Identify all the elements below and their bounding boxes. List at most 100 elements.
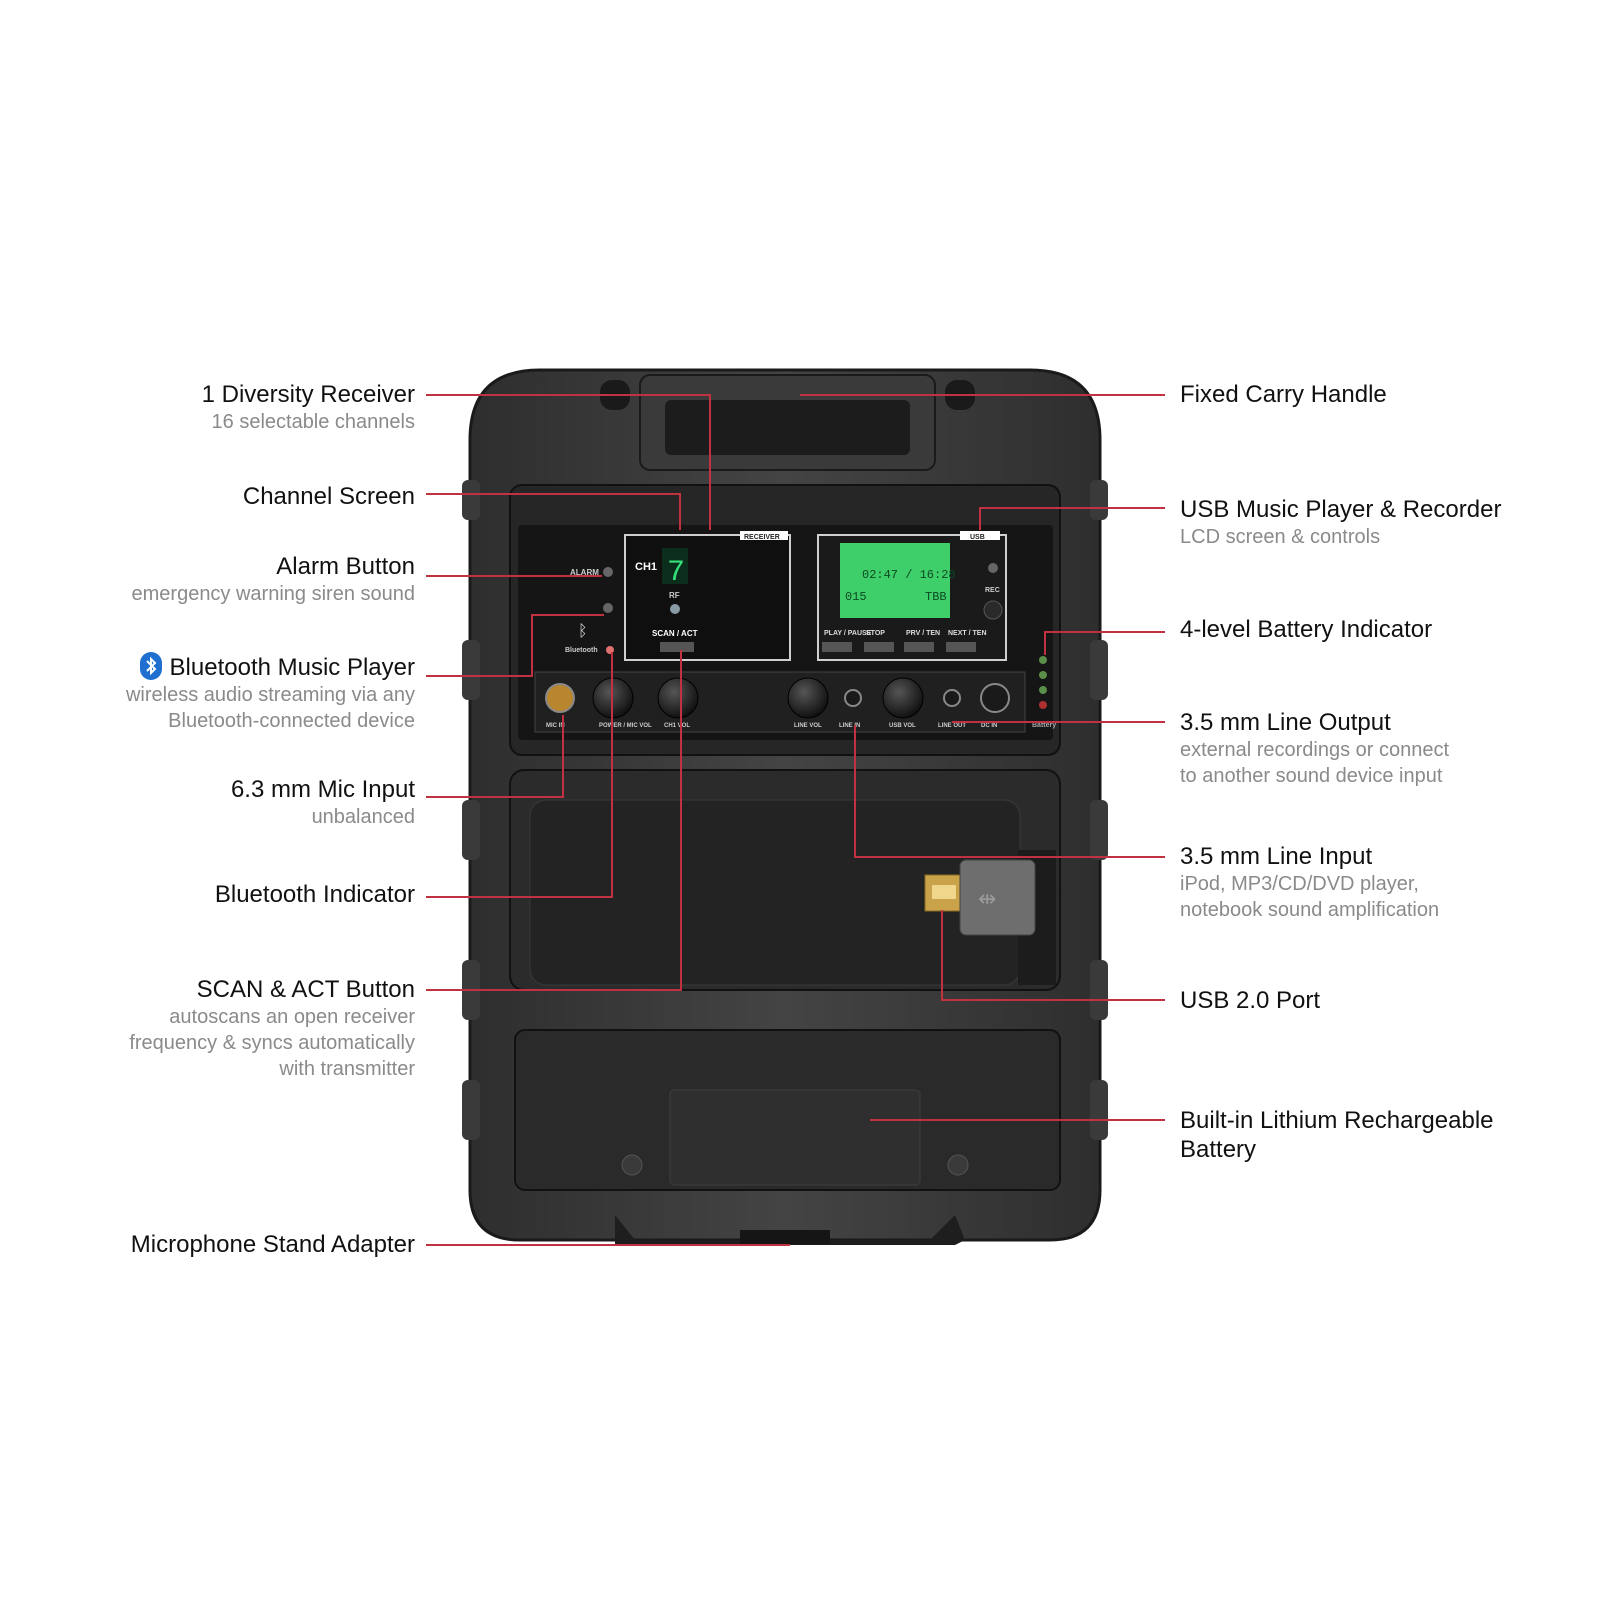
- usb-transport-button[interactable]: [904, 642, 934, 652]
- callout-title-text: USB Music Player & Recorder: [1180, 496, 1502, 523]
- callout-description: with transmitter: [279, 1058, 415, 1080]
- callout-leader-line: [426, 493, 681, 530]
- callout-leader-line: [941, 910, 1165, 1001]
- callout-title-text: USB 2.0 Port: [1180, 987, 1321, 1014]
- alarm-button[interactable]: [603, 567, 613, 577]
- callout-leaders: [426, 394, 1165, 1246]
- callout-leader-line: [426, 715, 564, 798]
- accessory-tray: [509, 769, 1061, 991]
- callout-mic-input: 6.3 mm Mic Input unbalanced: [231, 775, 415, 830]
- usb-button-label: NEXT / TEN: [948, 630, 987, 637]
- jack-label: LINE IN: [839, 723, 860, 729]
- rec-label: REC: [985, 587, 1000, 594]
- callout-title: 3.5 mm Line Output: [1180, 708, 1449, 737]
- bluetooth-button[interactable]: [603, 603, 613, 613]
- callout-alarm-button: Alarm Button emergency warning siren soun…: [132, 552, 416, 607]
- callout-title: USB Music Player & Recorder: [1180, 495, 1501, 524]
- callout-leader-line: [426, 614, 604, 677]
- usb-transport-button[interactable]: [946, 642, 976, 652]
- channel-label: CH1: [635, 561, 657, 573]
- jack-label: LINE VOL: [794, 723, 822, 729]
- callout-leader-line: [979, 507, 1165, 530]
- volume-knob[interactable]: [657, 677, 699, 719]
- carry-handle: [600, 374, 975, 471]
- callout-title-text: Fixed Carry Handle: [1180, 381, 1387, 408]
- callout-description: Bluetooth-connected device: [168, 710, 415, 732]
- volume-knob[interactable]: [882, 677, 924, 719]
- audio-jack[interactable]: [545, 683, 575, 713]
- rf-led: [670, 604, 680, 614]
- callout-title-text: Microphone Stand Adapter: [130, 1231, 415, 1258]
- usb-tag: USB: [970, 534, 985, 541]
- callout-description: iPod, MP3/CD/DVD player,: [1180, 873, 1419, 895]
- screw-icon: [947, 1154, 969, 1176]
- mic-stand-adapter: [615, 1215, 965, 1245]
- usb-stick: ⇹: [924, 859, 1036, 936]
- callout-description: frequency & syncs automatically: [129, 1032, 415, 1054]
- receiver-tag: RECEIVER: [744, 534, 780, 541]
- callout-carry-handle: Fixed Carry Handle: [1180, 380, 1387, 409]
- callout-title: Bluetooth Indicator: [215, 880, 415, 909]
- jack-label: CH1 VOL: [664, 723, 690, 729]
- callout-title: Bluetooth Music Player: [126, 652, 415, 682]
- callout-description: emergency warning siren sound: [131, 583, 416, 605]
- callout-scan-act-button: SCAN & ACT Button autoscans an open recei…: [129, 975, 415, 1082]
- callout-usb-port: USB 2.0 Port: [1180, 986, 1320, 1015]
- jack-label: USB VOL: [889, 723, 916, 729]
- callout-title: 4-level Battery Indicator: [1180, 615, 1432, 644]
- alarm-tiny-label: ALARM: [570, 568, 599, 577]
- usb-button-label: STOP: [866, 630, 885, 637]
- rf-label: RF: [669, 591, 680, 600]
- callout-title: 3.5 mm Line Input: [1180, 842, 1439, 871]
- channel-digit-screen: [662, 548, 688, 584]
- receiver-panel: RECEIVER CH1 7 RF SCAN / ACT: [624, 531, 791, 661]
- bluetooth-icon: [139, 652, 162, 680]
- callout-mic-stand-adapter: Microphone Stand Adapter: [131, 1230, 415, 1259]
- callout-description: LCD screen & controls: [1180, 526, 1381, 548]
- callout-title-text: 6.3 mm Mic Input: [230, 776, 415, 803]
- callout-title-text: SCAN & ACT Button: [196, 976, 415, 1003]
- usb-player-panel: USB 02:47 / 16:28 015 TBB REC PLAY / PAU…: [817, 531, 1007, 661]
- callout-title-text: Channel Screen: [242, 483, 415, 510]
- callout-description: unbalanced: [311, 806, 415, 828]
- callout-title: Microphone Stand Adapter: [131, 1230, 415, 1259]
- lcd-line1: 02:47 / 16:28: [862, 568, 956, 582]
- lcd-line2: 015: [845, 590, 867, 604]
- callout-title-text: 4-level Battery Indicator: [1180, 616, 1433, 643]
- callout-title-text: Alarm Button: [276, 553, 415, 580]
- callout-title-line2: Battery: [1180, 1136, 1257, 1163]
- callout-title-text: 3.5 mm Line Output: [1180, 709, 1391, 736]
- callout-description: 16 selectable channels: [211, 411, 415, 433]
- callout-title: SCAN & ACT Button: [129, 975, 415, 1004]
- callout-leader-line: [854, 725, 1165, 858]
- usb-transport-button[interactable]: [822, 642, 852, 652]
- callout-title-text: 3.5 mm Line Input: [1180, 843, 1373, 870]
- audio-jack[interactable]: [844, 689, 862, 707]
- callout-leader-line: [426, 652, 613, 898]
- callout-leader-line: [1044, 631, 1165, 655]
- callout-title: 6.3 mm Mic Input: [231, 775, 415, 804]
- volume-knob[interactable]: [787, 677, 829, 719]
- callout-line-input: 3.5 mm Line Input iPod, MP3/CD/DVD player…: [1180, 842, 1439, 923]
- audio-jack[interactable]: [980, 683, 1010, 713]
- screw-icon: [621, 1154, 643, 1176]
- scan-act-label: SCAN / ACT: [652, 629, 698, 638]
- callout-description: autoscans an open receiver: [169, 1006, 415, 1028]
- battery-tiny-label: Battery: [1032, 722, 1056, 729]
- jack-label: LINE OUT: [938, 723, 966, 729]
- channel-digit: 7: [667, 556, 685, 590]
- callout-description: wireless audio streaming via any: [125, 684, 415, 706]
- audio-jack[interactable]: [943, 689, 961, 707]
- callout-title: Alarm Button: [132, 552, 415, 581]
- bluetooth-tiny-icon: ᛒ: [578, 623, 588, 640]
- callout-description: notebook sound amplification: [1180, 899, 1440, 921]
- callout-description: external recordings or connect: [1180, 739, 1450, 761]
- battery-indicator: Battery: [1032, 656, 1056, 729]
- rec-button[interactable]: [983, 600, 1003, 620]
- scan-act-button[interactable]: [660, 642, 694, 652]
- usb-transport-button[interactable]: [864, 642, 894, 652]
